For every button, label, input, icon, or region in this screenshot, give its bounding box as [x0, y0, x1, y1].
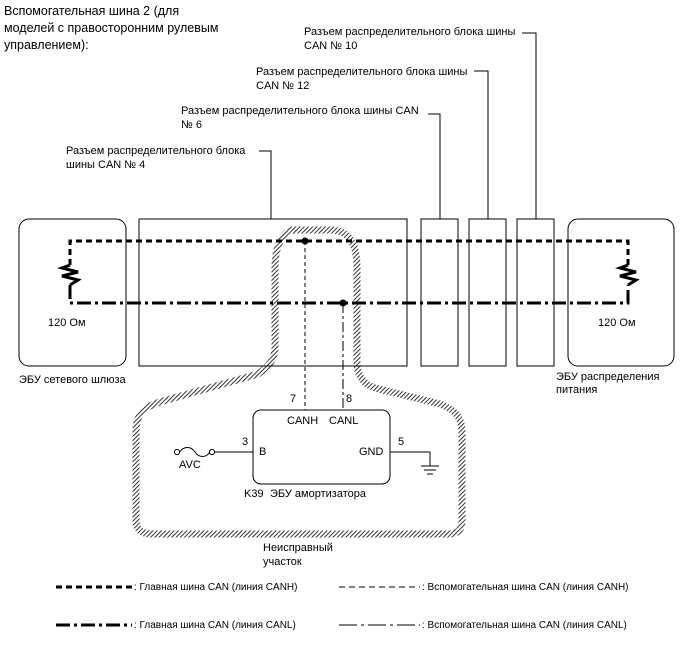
legend-main-canh-label: : Главная шина CAN (линия CANH) — [134, 582, 297, 593]
callout-can12: Разъем распределительного блока шины CAN… — [256, 66, 467, 92]
avc-label: AVC — [179, 459, 201, 471]
title-line-2: моделей с правосторонним рулевым — [4, 21, 218, 35]
left-resistor-value: 120 Ом — [48, 317, 86, 329]
shock-ecu-code: K39 — [244, 488, 264, 500]
svg-text:Разъем распределительного блок: Разъем распределительного блока шины — [304, 26, 515, 38]
legend: : Главная шина CAN (линия CANH) : Вспомо… — [56, 582, 629, 631]
right-terminating-resistor — [614, 263, 640, 287]
power-dist-ecu-box — [567, 218, 675, 367]
junction-connector-can4 — [138, 218, 408, 367]
shock-ecu-name: ЭБУ амортизатора — [270, 488, 367, 500]
faulty-area-label-1: Неисправный — [263, 542, 333, 554]
legend-sub-canl-label: : Вспомогательная шина CAN (линия CANL) — [422, 620, 627, 631]
gnd-terminal-label: GND — [359, 446, 384, 458]
pin-5-label: 5 — [398, 436, 404, 448]
canl-terminal-label: CANL — [329, 415, 358, 427]
callout-line-can6 — [428, 113, 441, 219]
b-terminal-label: B — [259, 446, 266, 458]
canh-terminal-label: CANH — [287, 415, 318, 427]
gateway-ecu-box — [18, 218, 127, 367]
gateway-ecu-label: ЭБУ сетевого шлюза — [19, 374, 127, 386]
svg-text:Разъем распределительного блок: Разъем распределительного блока шины CAN — [181, 105, 419, 117]
callout-can6: Разъем распределительного блока шины CAN… — [181, 105, 419, 131]
svg-text:CAN № 12: CAN № 12 — [256, 80, 309, 92]
title-line-3: управлением): — [4, 38, 89, 52]
fuse-icon — [173, 447, 216, 457]
main-can-l-line — [68, 285, 630, 305]
svg-text:CAN № 10: CAN № 10 — [304, 40, 357, 52]
main-can-h-line — [68, 239, 630, 265]
svg-text:шины CAN № 4: шины CAN № 4 — [66, 159, 145, 171]
svg-text:Разъем распределительного блок: Разъем распределительного блока — [66, 145, 246, 157]
gnd-wire — [390, 451, 431, 466]
svg-text:Разъем распределительного блок: Разъем распределительного блока шины — [256, 66, 467, 78]
faulty-area-label-2: участок — [263, 556, 302, 568]
pin-8-label: 8 — [346, 393, 352, 405]
callout-line-can12 — [474, 70, 489, 219]
callout-line-can10 — [522, 32, 537, 219]
pin-3-label: 3 — [242, 436, 248, 448]
power-dist-ecu-label-2: питания — [556, 384, 597, 396]
right-resistor-value: 120 Ом — [598, 317, 636, 329]
diagram-title: Вспомогательная шина 2 (для моделей с пр… — [4, 4, 218, 52]
callout-line-can4 — [259, 150, 272, 219]
legend-main-canl-label: : Главная шина CAN (линия CANL) — [134, 620, 296, 631]
callout-can10: Разъем распределительного блока шины CAN… — [304, 26, 515, 52]
ground-icon — [421, 465, 439, 475]
power-dist-ecu-label-1: ЭБУ распределения — [556, 371, 660, 383]
svg-text:№ 6: № 6 — [181, 119, 202, 131]
shock-absorber-ecu-box — [252, 409, 391, 485]
title-line-1: Вспомогательная шина 2 (для — [4, 4, 179, 18]
legend-sub-canh-label: : Вспомогательная шина CAN (линия CANH) — [422, 582, 629, 593]
pin-7-label: 7 — [290, 393, 296, 405]
faulty-area-outline — [132, 226, 466, 538]
left-terminating-resistor — [56, 263, 82, 287]
callout-can4: Разъем распределительного блока шины CAN… — [66, 145, 246, 171]
